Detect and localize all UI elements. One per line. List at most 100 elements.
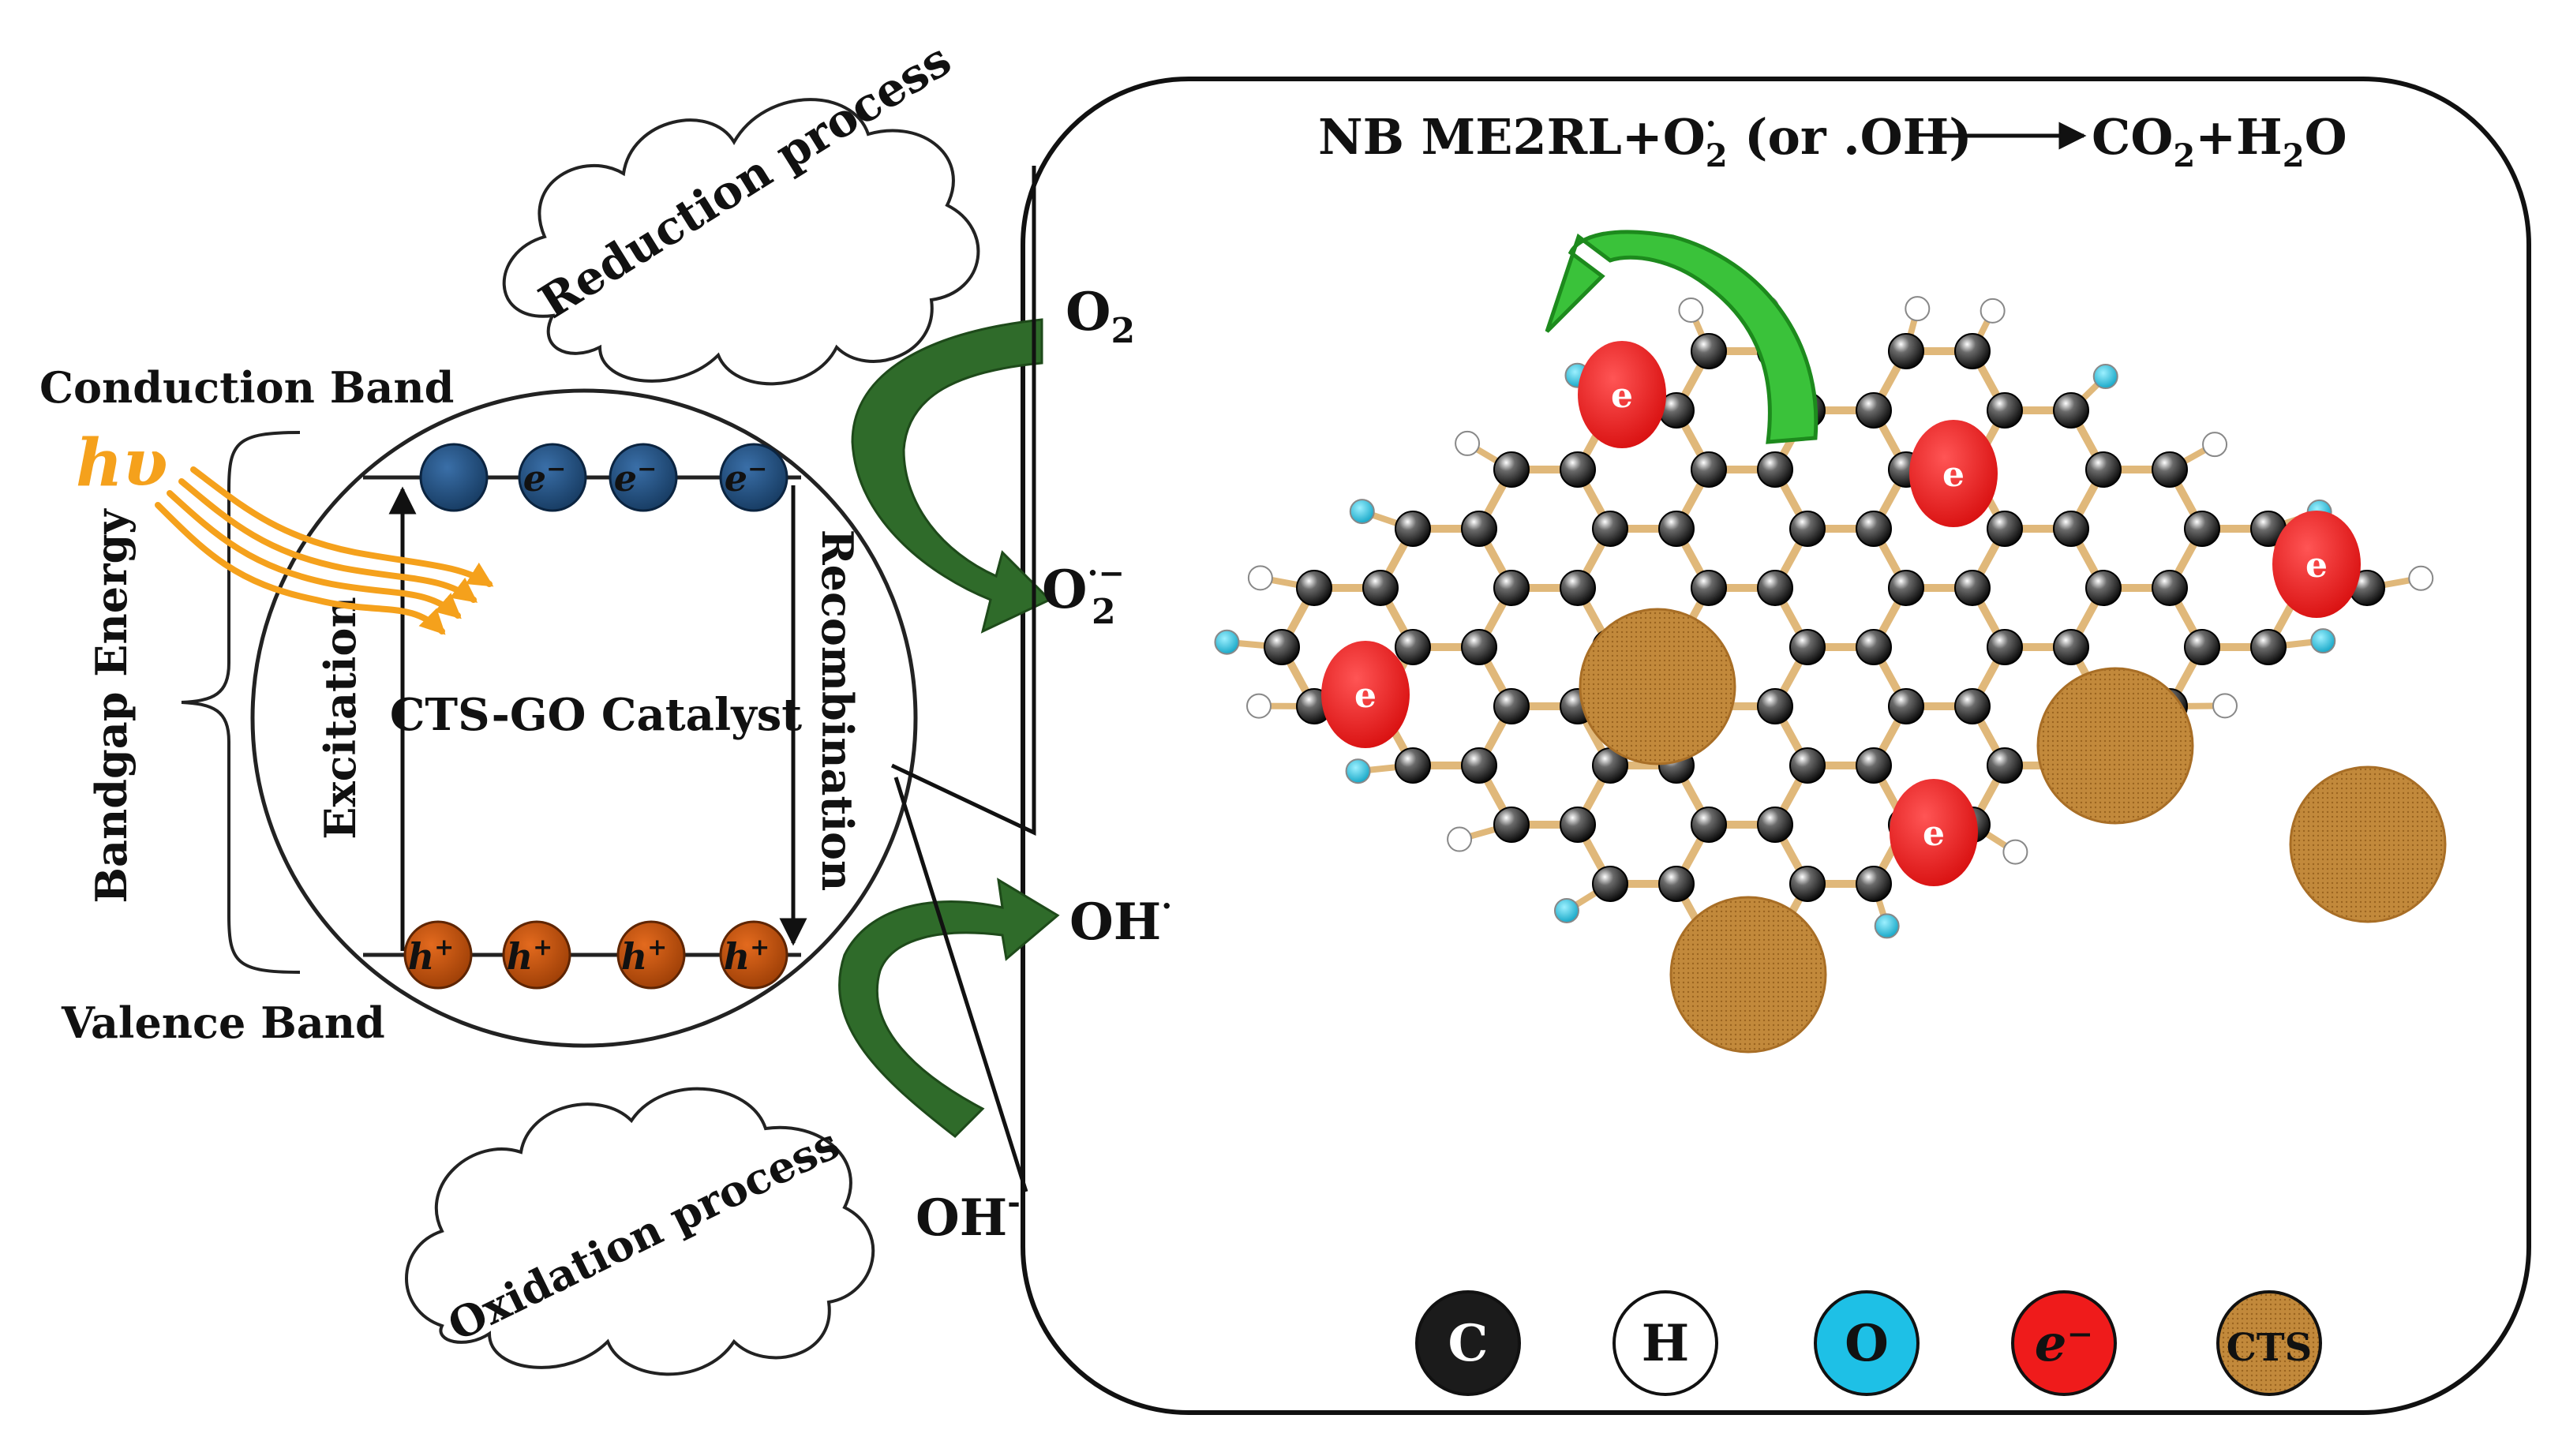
carbon-atom [2152, 452, 2187, 487]
carbon-atom [2086, 452, 2121, 487]
carbon-atom [2054, 630, 2088, 664]
oxygen-atom [2094, 365, 2118, 388]
carbon-atom [1659, 866, 1694, 901]
oxygen-atom [2311, 629, 2335, 653]
hydrogen-atom [2203, 432, 2227, 456]
carbon-atom [1758, 807, 1792, 842]
carbon-atom [1856, 511, 1891, 546]
carbon-atom [1987, 393, 2022, 428]
carbon-atom [1363, 571, 1398, 605]
oxygen-atom [1350, 500, 1374, 523]
conduction-band-label: Conduction Band [39, 362, 454, 413]
carbon-atom [2054, 511, 2088, 546]
recombination-label: Recombination [812, 530, 863, 892]
carbon-atom [1758, 689, 1792, 724]
carbon-atom [2251, 630, 2286, 664]
legend-oxygen-label: O [1845, 1314, 1889, 1373]
carbon-atom [1297, 571, 1332, 605]
hydrogen-atom [1905, 297, 1929, 320]
bandgap-brace [182, 432, 300, 972]
carbon-atom [1560, 452, 1595, 487]
oxygen-atom [1875, 914, 1899, 938]
molecule-panel [1023, 79, 2529, 1413]
carbon-atom [1395, 630, 1430, 664]
carbon-atom [1691, 807, 1726, 842]
valence-band-label: Valence Band [61, 997, 385, 1048]
carbon-atom [1395, 748, 1430, 783]
hydrogen-atom [1679, 298, 1702, 322]
electron-particle [421, 444, 487, 511]
hv-label: hυ [76, 425, 168, 501]
hydroxide-label: OH- [916, 1184, 1021, 1248]
carbon-atom [1462, 748, 1496, 783]
carbon-atom [1462, 630, 1496, 664]
superoxide-label: O·−2 [1042, 555, 1125, 632]
carbon-atom [1889, 334, 1923, 369]
carbon-atom [1987, 630, 2022, 664]
carbon-atom [2054, 393, 2088, 428]
hydrogen-atom [1247, 694, 1271, 718]
cts-particle [2290, 767, 2445, 922]
carbon-atom [1560, 571, 1595, 605]
carbon-atom [1691, 452, 1726, 487]
carbon-atom [1790, 511, 1825, 546]
hydrogen-atom [2003, 840, 2027, 864]
svg-text:NB ME2RL+O·2 (or .OH): NB ME2RL+O·2 (or .OH) [1318, 106, 1972, 174]
oxygen-atom [1347, 759, 1370, 783]
oxygen-atom [1215, 631, 1238, 654]
sheet-electron-label: e [1611, 376, 1633, 416]
sheet-electron-label: e [1923, 814, 1945, 854]
carbon-atom [1987, 748, 2022, 783]
carbon-atom [2086, 571, 2121, 605]
carbon-atom [1691, 334, 1726, 369]
carbon-atom [1790, 748, 1825, 783]
carbon-atom [1395, 511, 1430, 546]
carbon-atom [1856, 748, 1891, 783]
carbon-atom [1659, 511, 1694, 546]
hydrogen-atom [1981, 299, 2005, 323]
degradation-equation: NB ME2RL+O·2 (or .OH) CO2+H2O [1318, 106, 2347, 174]
legend-cts-label: CTS [2227, 1326, 2313, 1370]
o2-label: O2 [1066, 281, 1135, 351]
reduction-cloud: Reduction process [504, 32, 979, 384]
carbon-atom [2185, 630, 2219, 664]
cts-particle [1671, 897, 1826, 1052]
hydrogen-atom [2213, 694, 2237, 717]
carbon-atom [1691, 571, 1726, 605]
carbon-atom [1462, 511, 1496, 546]
cts-particle [1580, 609, 1735, 764]
carbon-atom [1593, 866, 1627, 901]
reduction-arrow [852, 320, 1050, 631]
hydrogen-atom [1249, 566, 1272, 590]
oxygen-atom [1555, 899, 1579, 923]
carbon-atom [1790, 866, 1825, 901]
hydrogen-atom [2409, 567, 2433, 590]
catalyst-label: CTS-GO Catalyst [390, 689, 802, 741]
carbon-atom [1758, 452, 1792, 487]
legend-carbon-label: C [1448, 1314, 1489, 1373]
carbon-atom [1494, 452, 1529, 487]
legend-hydrogen-label: H [1642, 1314, 1689, 1373]
carbon-atom [1856, 866, 1891, 901]
carbon-atom [1955, 689, 1990, 724]
carbon-atom [1987, 511, 2022, 546]
carbon-atom [1494, 807, 1529, 842]
carbon-atom [1856, 630, 1891, 664]
hydrogen-atom [1448, 828, 1471, 852]
carbon-atom [1494, 689, 1529, 724]
bandgap-energy-label: Bandgap Energy [86, 508, 137, 904]
carbon-atom [1889, 689, 1923, 724]
carbon-atom [1494, 571, 1529, 605]
carbon-atom [2152, 571, 2187, 605]
carbon-atom [2185, 511, 2219, 546]
carbon-atom [1758, 571, 1792, 605]
legend-electron-label: e⁻ [2035, 1314, 2094, 1373]
oxidation-cloud: Oxidation process [406, 1089, 873, 1375]
carbon-atom [1856, 393, 1891, 428]
carbon-atom [1955, 571, 1990, 605]
carbon-atom [1593, 511, 1627, 546]
